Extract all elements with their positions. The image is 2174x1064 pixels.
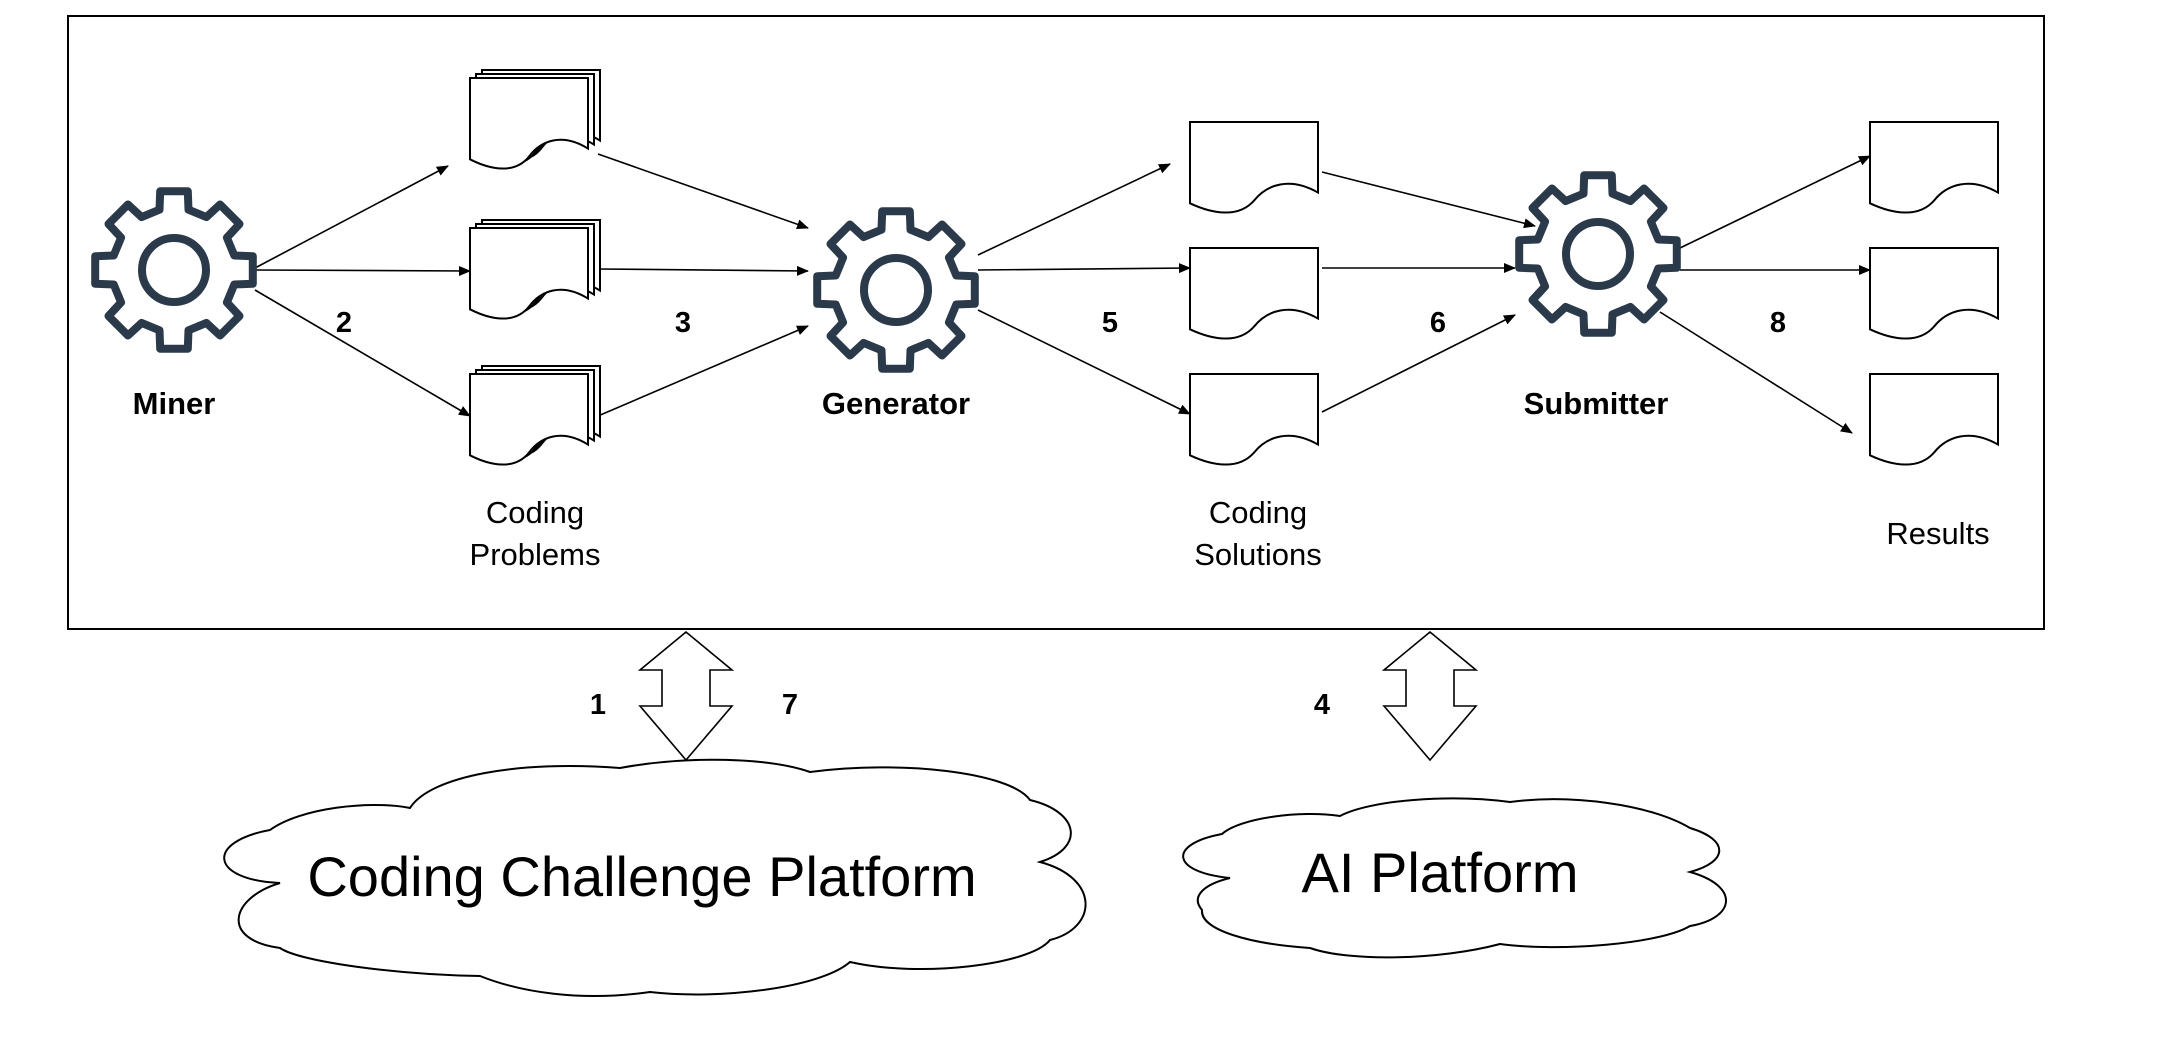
document-stack-icon (469, 365, 601, 466)
step-1-label: 1 (590, 689, 606, 721)
gear-icon (1515, 171, 1681, 337)
arrow-generator-solution-3 (977, 309, 1191, 415)
document-icon (1869, 247, 1999, 340)
arrow-problem-1-generator (597, 153, 809, 230)
document-icon (1189, 373, 1319, 466)
ai-platform-label: AI Platform (1302, 841, 1579, 904)
arrow-miner-problem-2 (254, 265, 471, 276)
arrow-problem-3-generator (597, 325, 809, 417)
step-8-label: 8 (1770, 307, 1786, 339)
document-icon (1189, 121, 1319, 214)
step-7-label: 7 (782, 689, 798, 721)
step-3-label: 3 (675, 307, 691, 339)
step-2-label: 2 (336, 307, 352, 339)
arrow-solution-3-submitter (1321, 314, 1516, 413)
arrow-generator-solution-1 (977, 163, 1171, 256)
document-icon (1189, 247, 1319, 340)
arrow-miner-problem-3 (254, 289, 471, 417)
document-stack-icon (469, 69, 601, 170)
document-stack-icon (469, 219, 601, 320)
miner-label: Miner (133, 386, 216, 421)
gear-icon (91, 187, 257, 353)
arrow-submitter-result-1 (1679, 155, 1871, 249)
results-caption: Results (1886, 516, 1989, 551)
arrow-generator-solution-2 (977, 263, 1191, 274)
cloud-icon (223, 758, 1087, 997)
coding-problems-caption-line2: Problems (470, 537, 601, 572)
generator-label: Generator (822, 386, 970, 421)
gear-icon (813, 207, 979, 373)
system-boundary (67, 15, 2045, 630)
cloud-icon (1182, 797, 1727, 959)
double-arrow-coding-platform (637, 630, 735, 762)
coding-challenge-platform-label: Coding Challenge Platform (307, 845, 976, 908)
step-5-label: 5 (1102, 307, 1118, 339)
arrow-submitter-result-3 (1659, 311, 1853, 434)
coding-solutions-caption-line2: Solutions (1194, 537, 1322, 572)
step-4-label: 4 (1314, 689, 1330, 721)
coding-problems-caption-line1: Coding (486, 495, 584, 530)
coding-solutions-caption-line1: Coding (1209, 495, 1307, 530)
double-arrow-ai-platform (1381, 630, 1479, 762)
flow-arrows (254, 153, 1871, 434)
arrow-solution-1-submitter (1321, 171, 1536, 229)
submitter-label: Submitter (1524, 386, 1669, 421)
arrow-miner-problem-1 (254, 165, 449, 269)
arrow-problem-2-generator (597, 265, 809, 276)
document-icon (1869, 373, 1999, 466)
step-6-label: 6 (1430, 307, 1446, 339)
document-icon (1869, 121, 1999, 214)
